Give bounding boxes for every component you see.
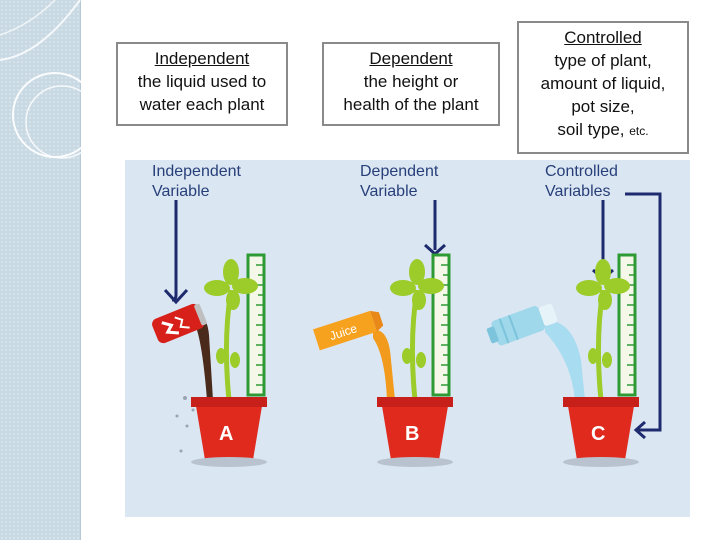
controlled-bracket-arrowhead [633, 420, 646, 440]
dependent-heading: Dependent [369, 49, 453, 68]
plant-icon [576, 259, 630, 401]
water-pour [545, 320, 585, 400]
panel-label-independent-1: Independent [152, 163, 242, 180]
independent-heading: Independent [154, 49, 250, 68]
independent-arrowhead [163, 288, 189, 305]
pot-icon [377, 397, 453, 467]
panel-label-dependent-1: Dependent [360, 163, 439, 180]
experiment-svg: Independent Variable Dependent Variable … [152, 163, 662, 467]
controlled-heading: Controlled [564, 28, 642, 47]
sidebar-divider [80, 0, 81, 540]
soda-can-icon [152, 303, 207, 344]
juice-pour [373, 329, 395, 400]
panel-label-controlled-1: Controlled [545, 163, 618, 180]
dependent-definition-box: Dependent the height or health of the pl… [322, 42, 500, 126]
controlled-line-4: soil type, [557, 120, 625, 139]
dependent-line-2: health of the plant [343, 95, 479, 114]
pot-label-a: A [219, 423, 233, 445]
plant-a-group: A [152, 253, 267, 467]
panel-label-independent-2: Variable [152, 183, 210, 200]
experiment-illustration: Independent Variable Dependent Variable … [125, 160, 690, 517]
pot-label-c: C [591, 423, 605, 445]
juice-box-icon: Juice [313, 310, 384, 351]
controlled-bracket [625, 192, 662, 432]
independent-definition-box: Independent the liquid used to water eac… [116, 42, 288, 126]
pot-label-b: B [405, 423, 419, 445]
controlled-definition-box: Controlled type of plant, amount of liqu… [517, 21, 689, 154]
plant-icon [390, 259, 444, 401]
independent-arrow [171, 200, 178, 302]
water-bottle-icon [486, 303, 558, 346]
pot-icon [191, 397, 267, 467]
dependent-line-1: the height or [363, 72, 459, 91]
plant-b-group: Juice B [313, 253, 453, 467]
plant-icon [204, 259, 258, 401]
controlled-line-2: amount of liquid, [540, 74, 666, 93]
controlled-line-1: type of plant, [554, 51, 652, 70]
independent-line-2: water each plant [139, 95, 265, 114]
controlled-etc: etc. [629, 124, 649, 138]
panel-label-controlled-2: Variables [545, 183, 611, 200]
pot-icon [563, 397, 639, 467]
panel-label-dependent-2: Variable [360, 183, 418, 200]
independent-line-1: the liquid used to [137, 72, 267, 91]
soda-pour [197, 319, 213, 400]
controlled-line-3: pot size, [571, 97, 635, 116]
plant-c-group: C [486, 253, 639, 467]
sidebar-texture [0, 0, 80, 540]
